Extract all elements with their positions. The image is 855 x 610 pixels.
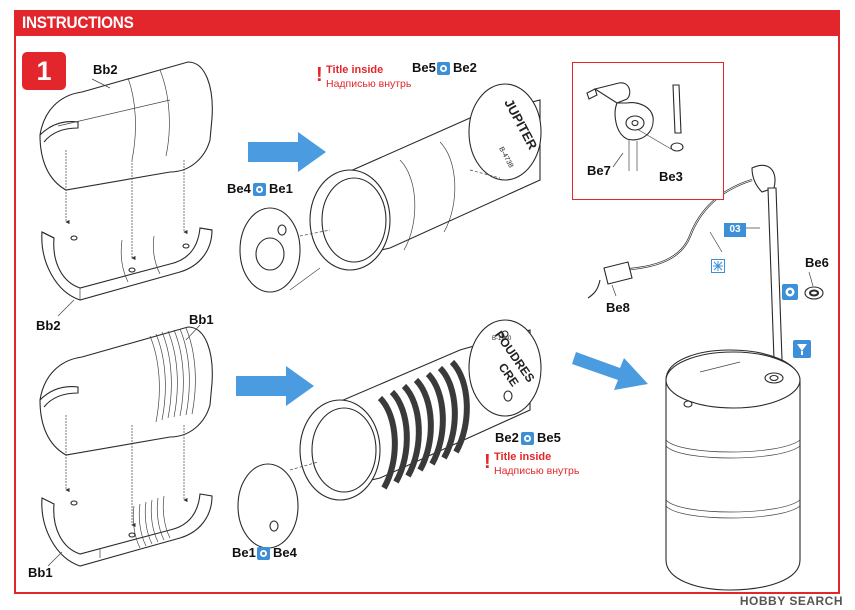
content-frame	[14, 36, 840, 594]
title-inside-note-bottom: ! Title inside Надписью внутрь	[484, 451, 580, 477]
label-be7: Be7	[587, 163, 611, 178]
glue-icon	[257, 547, 270, 560]
label-be4-bottom: Be4	[273, 545, 297, 560]
bb1-upper-half	[39, 326, 213, 456]
bottom-barrel-assembly	[237, 319, 542, 549]
label-be3: Be3	[659, 169, 683, 184]
step-number-badge: 1	[22, 52, 66, 90]
watermark: HOBBY SEARCH	[739, 594, 843, 608]
glue-icon	[521, 432, 534, 445]
pump-detail-inset: Be7 Be3	[572, 62, 724, 200]
warning-icon: !	[484, 451, 491, 473]
pump-detail-drawing	[586, 82, 684, 171]
cement-icon	[793, 340, 811, 358]
bb2-assembly-lines	[65, 150, 188, 261]
label-be1-bottom: Be1	[232, 545, 256, 560]
be6-washer	[804, 286, 824, 300]
page-title: INSTRUCTIONS	[22, 13, 134, 32]
bb1-lower-half	[41, 493, 213, 567]
glue-icon	[253, 183, 266, 196]
right-arrow-icon	[248, 132, 326, 172]
label-bb2-bottom: Bb2	[36, 318, 61, 333]
right-arrow-icon	[236, 366, 314, 406]
label-be2-bottom: Be2	[495, 430, 519, 445]
title-inside-note-top: ! Title inside Надписью внутрь	[316, 64, 412, 90]
glue-icon	[782, 284, 798, 300]
label-be1: Be1	[269, 181, 293, 196]
label-bb2-top: Bb2	[93, 62, 118, 77]
oil-drum	[665, 349, 801, 591]
paint-reference-badge: 03	[724, 223, 746, 237]
label-be8: Be8	[606, 300, 630, 315]
barrel-bottom-code: B-1940	[492, 336, 512, 342]
pump-tube	[767, 187, 783, 361]
label-be5: Be5	[412, 60, 436, 75]
top-barrel-assembly	[239, 83, 542, 293]
header-banner: INSTRUCTIONS	[14, 10, 840, 36]
label-bb1-bottom: Bb1	[28, 565, 53, 580]
label-be6: Be6	[805, 255, 829, 270]
bb2-lower-half	[41, 227, 213, 301]
label-bb1-top: Bb1	[189, 312, 214, 327]
cut-icon	[711, 259, 725, 273]
right-arrow-icon	[572, 352, 648, 390]
glue-icon	[437, 62, 450, 75]
warning-icon: !	[316, 64, 323, 86]
label-be5-bottom: Be5	[537, 430, 561, 445]
label-be2: Be2	[453, 60, 477, 75]
bb2-upper-half	[39, 61, 213, 191]
label-be4: Be4	[227, 181, 251, 196]
bb1-assembly-lines	[65, 415, 188, 528]
